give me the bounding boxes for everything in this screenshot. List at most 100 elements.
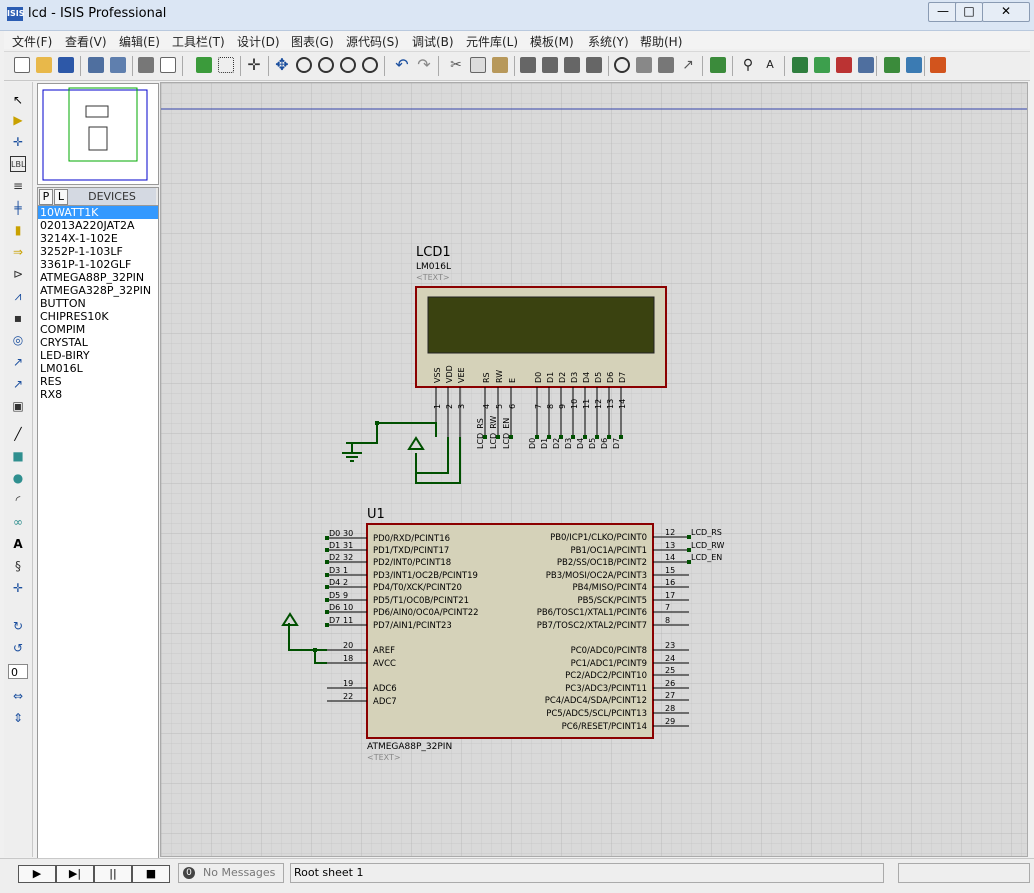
- device-list-item[interactable]: RX8: [40, 388, 63, 401]
- step-button[interactable]: ▶|: [56, 865, 94, 883]
- electrical-rules-icon[interactable]: [906, 57, 922, 73]
- text-script-icon[interactable]: ≡: [12, 179, 24, 193]
- maximize-button[interactable]: □: [955, 2, 983, 22]
- device-list-item[interactable]: BUTTON: [40, 297, 86, 310]
- add-sheet-icon[interactable]: [814, 57, 830, 73]
- play-button[interactable]: ▶: [18, 865, 56, 883]
- voltage-probe-icon[interactable]: ↗: [12, 355, 24, 369]
- save-icon[interactable]: [58, 57, 74, 73]
- terminals-icon[interactable]: ⇒: [12, 245, 24, 259]
- block-rotate-icon[interactable]: [564, 57, 580, 73]
- arc-tool-icon[interactable]: ◜: [15, 493, 21, 507]
- device-list-item[interactable]: 3214X-1-102E: [40, 232, 118, 245]
- symbol-tool-icon[interactable]: §: [15, 559, 21, 573]
- wire-label-icon[interactable]: LBL: [10, 156, 26, 172]
- packaging-icon[interactable]: [658, 57, 674, 73]
- device-list-item[interactable]: LM016L: [40, 362, 83, 375]
- block-move-icon[interactable]: [542, 57, 558, 73]
- circle-tool-icon[interactable]: ●: [12, 471, 24, 485]
- device-list-item[interactable]: 3361P-1-102GLF: [40, 258, 132, 271]
- decompose-icon[interactable]: ↗: [682, 57, 694, 73]
- area-icon[interactable]: [160, 57, 176, 73]
- close-button[interactable]: ✕: [982, 2, 1030, 22]
- device-list-item[interactable]: RES: [40, 375, 62, 388]
- device-list-item[interactable]: CHIPRES10K: [40, 310, 109, 323]
- line-tool-icon[interactable]: ╱: [14, 427, 22, 441]
- zoom-area-icon[interactable]: [362, 57, 378, 73]
- block-copy-icon[interactable]: [520, 57, 536, 73]
- overview-panel[interactable]: [37, 83, 159, 185]
- device-list-item[interactable]: 3252P-1-103LF: [40, 245, 123, 258]
- bus-icon[interactable]: ╪: [14, 201, 22, 215]
- menu-library[interactable]: 元件库(L): [466, 35, 519, 49]
- make-device-icon[interactable]: [636, 57, 652, 73]
- undo-icon[interactable]: ↶: [395, 55, 409, 74]
- exit-to-parent-icon[interactable]: [858, 57, 874, 73]
- zoom-out-icon[interactable]: [318, 57, 334, 73]
- block-delete-icon[interactable]: [586, 57, 602, 73]
- pick-devices-button[interactable]: P: [39, 189, 53, 205]
- menu-view[interactable]: 查看(V): [65, 35, 107, 49]
- menu-file[interactable]: 文件(F): [12, 35, 53, 49]
- export-icon[interactable]: [110, 57, 126, 73]
- pick-device-icon[interactable]: [614, 57, 630, 73]
- device-list-item[interactable]: ATMEGA328P_32PIN: [40, 284, 152, 297]
- mirror-horizontal-icon[interactable]: ⇔: [12, 689, 24, 703]
- device-list-item[interactable]: ATMEGA88P_32PIN: [40, 271, 145, 284]
- stop-button[interactable]: ■: [132, 865, 170, 883]
- graph-icon[interactable]: ⩘: [14, 289, 22, 303]
- cut-icon[interactable]: ✂: [450, 57, 462, 73]
- origin-icon[interactable]: ✛: [247, 55, 261, 74]
- wire-autorouter-icon[interactable]: [710, 57, 726, 73]
- menu-template[interactable]: 模板(M): [530, 35, 574, 49]
- menu-debug[interactable]: 调试(B): [412, 35, 454, 49]
- import-icon[interactable]: [88, 57, 104, 73]
- subcircuit-icon[interactable]: ▮: [14, 223, 22, 237]
- redo-icon[interactable]: ↷: [417, 55, 431, 74]
- menu-help[interactable]: 帮助(H): [640, 35, 683, 49]
- print-icon[interactable]: [138, 57, 154, 73]
- virtual-instruments-icon[interactable]: ▣: [12, 399, 24, 413]
- menu-system[interactable]: 系统(Y): [588, 35, 629, 49]
- ares-icon[interactable]: [930, 57, 946, 73]
- menu-toolbars[interactable]: 工具栏(T): [172, 35, 225, 49]
- tape-recorder-icon[interactable]: ▪: [13, 311, 23, 325]
- open-folder-icon[interactable]: [36, 57, 52, 73]
- component-mode-icon[interactable]: ▶: [13, 113, 23, 127]
- device-list-item[interactable]: CRYSTAL: [40, 336, 88, 349]
- device-list-item[interactable]: 02013A220JAT2A: [40, 219, 135, 232]
- mirror-vertical-icon[interactable]: ⇕: [12, 711, 24, 725]
- property-assign-icon[interactable]: A: [766, 58, 774, 71]
- generator-icon[interactable]: ◎: [12, 333, 24, 347]
- device-pins-icon[interactable]: ⊳: [12, 267, 24, 281]
- new-file-icon[interactable]: [14, 57, 30, 73]
- device-list-item[interactable]: 10WATT1K: [38, 206, 158, 219]
- refresh-icon[interactable]: [196, 57, 212, 73]
- search-icon[interactable]: ⚲: [742, 57, 754, 73]
- menu-design[interactable]: 设计(D): [237, 35, 280, 49]
- messages-box[interactable]: 0 No Messages: [178, 863, 284, 883]
- junction-dot-icon[interactable]: ✛: [12, 135, 24, 149]
- current-probe-icon[interactable]: ↗: [12, 377, 24, 391]
- rotate-clockwise-icon[interactable]: ↻: [12, 619, 24, 633]
- marker-tool-icon[interactable]: ✛: [12, 581, 24, 595]
- text-tool-icon[interactable]: A: [13, 537, 23, 551]
- paste-icon[interactable]: [492, 57, 508, 73]
- pause-button[interactable]: ||: [94, 865, 132, 883]
- library-manager-button[interactable]: L: [54, 189, 68, 205]
- rotate-anticlockwise-icon[interactable]: ↺: [12, 641, 24, 655]
- device-list-item[interactable]: COMPIM: [40, 323, 86, 336]
- minimize-button[interactable]: —: [928, 2, 958, 22]
- zoom-all-icon[interactable]: [340, 57, 356, 73]
- path-tool-icon[interactable]: ∞: [13, 515, 23, 529]
- device-list-item[interactable]: LED-BIRY: [40, 349, 90, 362]
- zoom-in-icon[interactable]: [296, 57, 312, 73]
- bill-of-materials-icon[interactable]: [884, 57, 900, 73]
- pan-icon[interactable]: ✥: [275, 55, 289, 74]
- menu-graph[interactable]: 图表(G): [291, 35, 334, 49]
- menu-edit[interactable]: 编辑(E): [119, 35, 160, 49]
- rotation-angle-field[interactable]: 0: [8, 664, 28, 679]
- grid-icon[interactable]: [218, 57, 234, 73]
- new-sheet-icon[interactable]: [792, 57, 808, 73]
